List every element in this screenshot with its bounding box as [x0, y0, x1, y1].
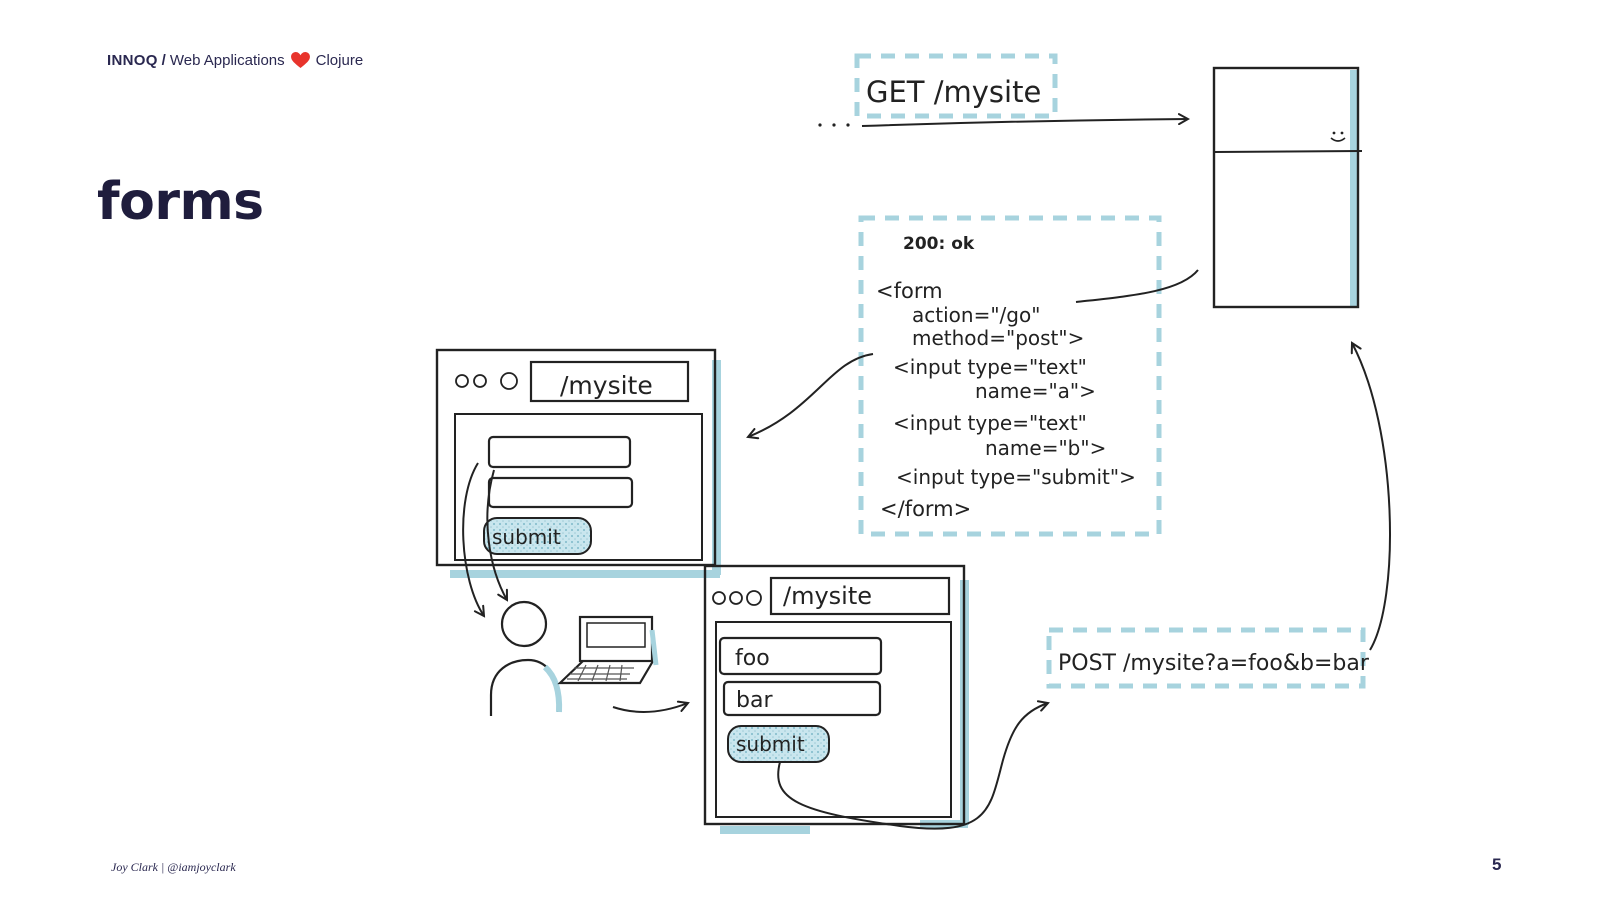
url-bar	[529, 360, 690, 403]
post-request-label: POST /mysite?a=foo&b=bar	[1058, 651, 1370, 676]
post-request: POST /mysite?a=foo&b=bar	[1046, 627, 1370, 689]
user-reads-arrow	[486, 469, 507, 600]
submit-arrow	[777, 703, 1048, 830]
input-field	[487, 435, 632, 469]
person-icon	[489, 600, 563, 716]
laptop-icon	[557, 615, 659, 685]
footer-credit: Joy Clark | @iamjoyclark	[111, 860, 236, 874]
input-field-b	[722, 680, 882, 717]
breadcrumb: INNOQ / Web Applications Clojure	[107, 52, 363, 69]
browser-window-empty: /mysite submit	[435, 348, 721, 578]
response-code-line-4: <input type="text"	[893, 355, 1087, 379]
submit-button	[727, 725, 830, 763]
get-arrow	[861, 119, 1188, 127]
response-status: 200: ok	[903, 234, 975, 254]
response-code-line-7: name="b">	[985, 436, 1106, 460]
page-number: 5	[1492, 855, 1502, 874]
heart-icon	[290, 52, 310, 69]
response-line	[1075, 269, 1199, 303]
post-arrow	[1352, 343, 1391, 651]
window-maximize-icon	[746, 590, 762, 606]
submit-label: submit	[736, 732, 805, 756]
response-code-line-5: name="a">	[975, 379, 1096, 403]
get-request-label: GET /mysite	[866, 75, 1041, 109]
url-bar-text: /mysite	[783, 582, 872, 610]
response-code-line-6: <input type="text"	[893, 411, 1087, 435]
talk-title: Web Applications	[169, 52, 285, 69]
input-field	[487, 476, 634, 509]
submit-label: submit	[492, 525, 561, 549]
input-field-b-value: bar	[736, 688, 773, 713]
response-code-line-8: <input type="submit">	[896, 465, 1136, 489]
submit-button	[483, 517, 592, 555]
brand-name: INNOQ	[107, 52, 158, 69]
window-minimize-icon	[473, 374, 487, 388]
url-bar-text: /mysite	[560, 371, 653, 400]
input-field-a	[718, 636, 883, 676]
input-field-a-value: foo	[735, 646, 770, 671]
browser-window-filled: /mysite foo bar submit	[703, 564, 969, 834]
server-icon	[1212, 66, 1363, 309]
window-close-icon	[455, 374, 469, 388]
window-close-icon	[712, 591, 726, 605]
breadcrumb-separator: /	[161, 52, 166, 69]
user-reads-arrow	[462, 462, 484, 616]
url-bar	[769, 576, 951, 616]
window-minimize-icon	[729, 591, 743, 605]
get-request: GET /mysite	[818, 53, 1188, 127]
response-code-line-1: <form	[876, 279, 943, 303]
response-box: 200: ok <form action="/go" method="post"…	[858, 215, 1162, 537]
user-fills-form-arrow	[612, 703, 688, 713]
response-code-line-3: method="post">	[912, 326, 1084, 350]
slide-title: forms	[97, 172, 264, 232]
language-name: Clojure	[315, 52, 364, 69]
window-maximize-icon	[500, 372, 518, 390]
response-code-line-2: action="/go"	[912, 303, 1040, 327]
response-code-line-9: </form>	[880, 497, 971, 521]
response-arrow	[748, 353, 874, 437]
